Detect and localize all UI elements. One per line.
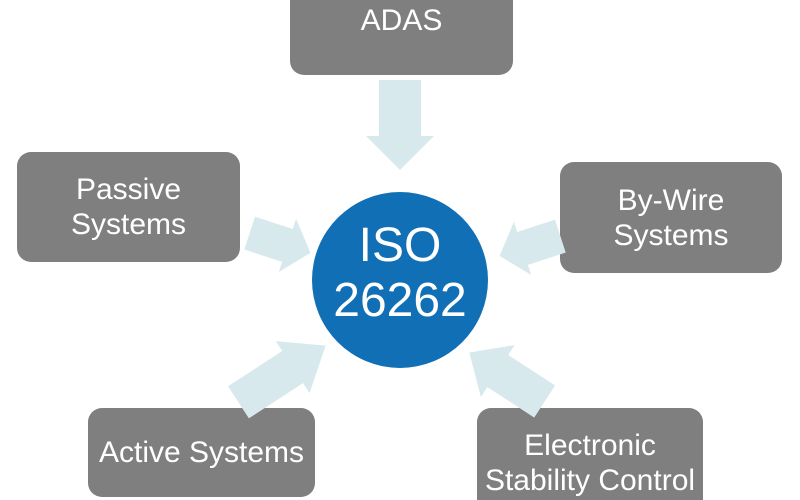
center-label: ISO bbox=[358, 219, 442, 272]
node-electronic-stability-control: Electronic Stability Control bbox=[477, 408, 703, 500]
node-active-systems: Active Systems bbox=[88, 408, 315, 497]
node-adas: ADAS bbox=[290, 0, 513, 75]
arrow-up-left-icon bbox=[469, 345, 556, 418]
node-label: Systems bbox=[70, 208, 187, 241]
arrow-down-icon bbox=[366, 80, 434, 170]
node-label: Passive bbox=[75, 173, 182, 206]
arrow-up-right-icon bbox=[227, 341, 326, 419]
node-label: Stability Control bbox=[484, 464, 696, 497]
center-node-iso-26262: ISO 26262 bbox=[312, 192, 488, 368]
node-by-wire-systems: By-Wire Systems bbox=[560, 162, 782, 273]
node-label: By-Wire bbox=[617, 183, 725, 217]
node-label: ADAS bbox=[360, 3, 443, 37]
node-label: Systems bbox=[613, 218, 729, 252]
arrow-left-icon bbox=[499, 219, 566, 276]
node-passive-systems: Passive Systems bbox=[17, 152, 240, 262]
node-label: Electronic bbox=[524, 429, 656, 462]
arrow-right-icon bbox=[244, 216, 311, 273]
node-label: Active Systems bbox=[98, 436, 305, 469]
center-label: 26262 bbox=[333, 274, 467, 327]
